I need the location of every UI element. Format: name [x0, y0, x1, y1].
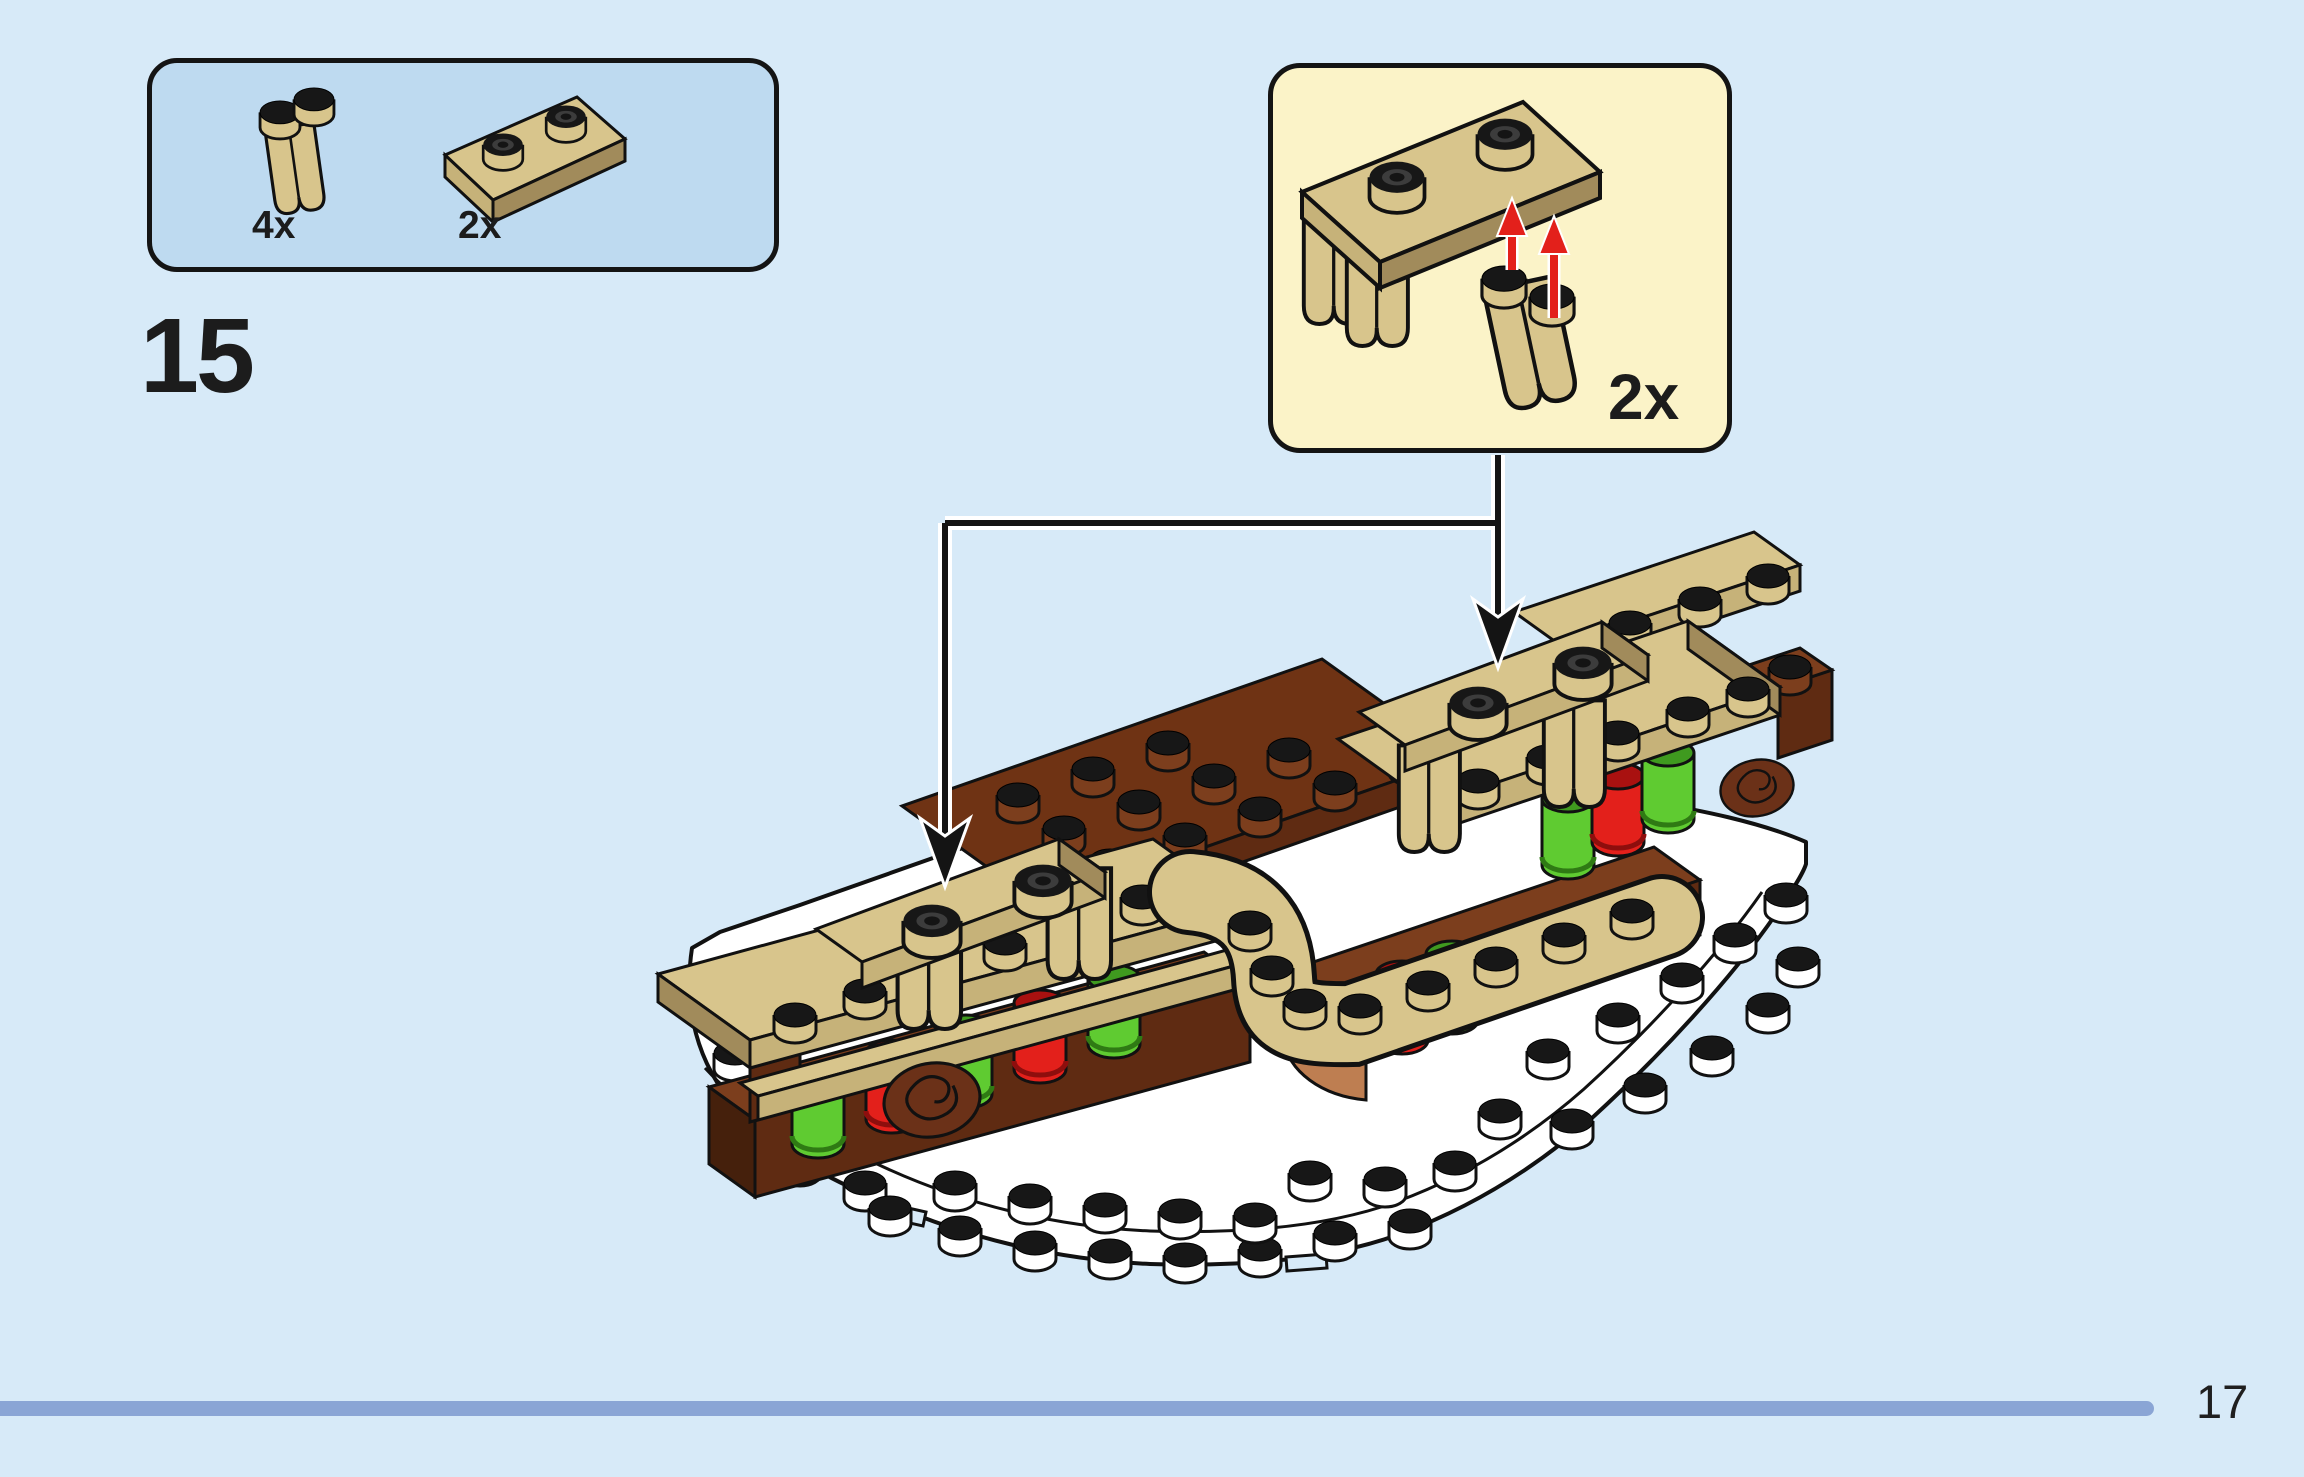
baseplate-notch — [881, 1201, 928, 1228]
nougat-curved-wall — [1239, 931, 1368, 1102]
icing-walkway — [1147, 849, 1705, 1068]
candy-row-right — [1542, 740, 1694, 879]
baseplate-notch — [1284, 1252, 1329, 1273]
back-wall-top — [1510, 530, 1836, 761]
part-count-plate: 2x — [458, 204, 502, 247]
connector-lines — [916, 455, 1527, 892]
placed-plate-left — [812, 836, 1111, 1029]
left-wall — [654, 837, 1256, 1200]
candy-row-right-front — [1376, 941, 1478, 1054]
brown-deck — [898, 657, 1464, 936]
right-wall — [1147, 618, 1801, 1068]
step-number: 15 — [140, 297, 255, 415]
candy-row-left — [792, 965, 1140, 1158]
baseplate-studs — [712, 881, 1821, 1285]
brown-swirl-candy — [876, 1053, 988, 1147]
down-arrow-icon — [916, 813, 974, 892]
placed-plate-right — [1355, 619, 1652, 854]
white-baseplate — [687, 758, 1808, 1273]
brown-swirl-candy — [1713, 751, 1801, 825]
part-count-palisade: 4x — [252, 204, 296, 247]
progress-bar — [0, 1401, 2154, 1416]
page-number: 17 — [2196, 1375, 2249, 1428]
down-arrow-icon — [1469, 594, 1527, 673]
callout-count: 2x — [1608, 361, 1680, 433]
